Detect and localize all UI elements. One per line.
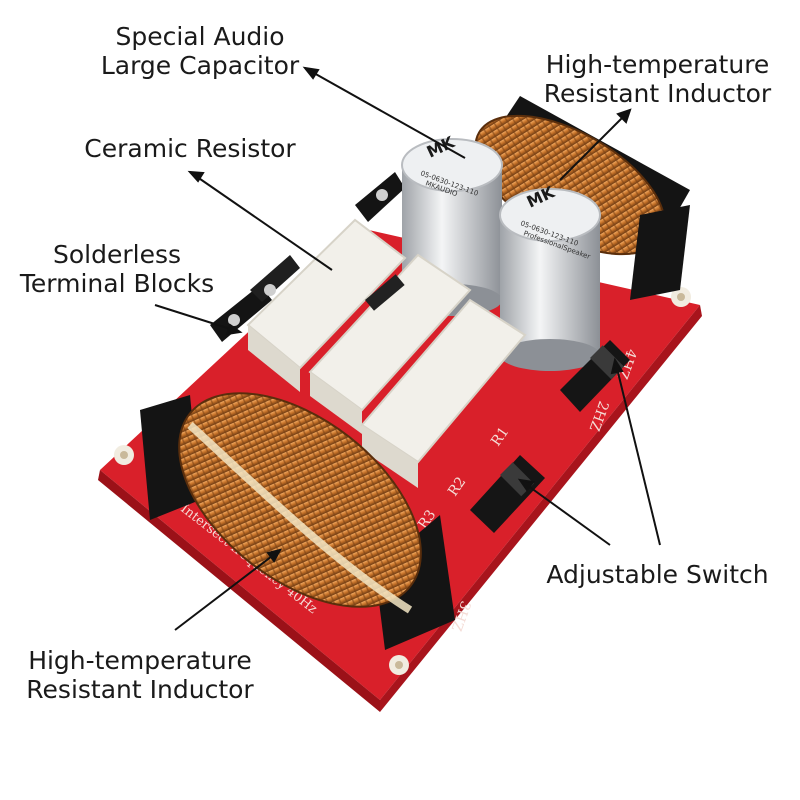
coil-tie	[187, 422, 413, 614]
arrow-capacitor	[304, 67, 466, 159]
inductor-top	[474, 96, 690, 300]
resistor-barcode	[364, 274, 405, 311]
label-terminal: Solderless Terminal Blocks	[19, 240, 215, 298]
adjustable-switches	[470, 340, 630, 533]
inductor-bottom	[140, 392, 455, 650]
label-switch: Adjustable Switch	[546, 560, 769, 589]
arrow-inductor-top	[559, 109, 631, 181]
capacitor-right: MK 05-0630-123-110 ProfessionalSpeaker	[499, 182, 601, 371]
ceramic-resistors	[246, 218, 527, 488]
arrow-switch-lower	[519, 479, 611, 546]
callout-arrows	[154, 66, 661, 631]
label-inductor-bottom: High-temperature Resistant Inductor	[26, 646, 254, 704]
arrow-resistor	[189, 171, 333, 271]
label-capacitor: Special Audio Large Capacitor	[100, 22, 300, 80]
arrow-inductor-bottom	[174, 549, 281, 631]
arrow-terminal	[154, 304, 241, 333]
label-inductor-top: High-temperature Resistant Inductor	[543, 50, 772, 108]
label-resistor: Ceramic Resistor	[84, 134, 296, 163]
terminal-blocks	[210, 172, 405, 342]
arrow-switch-upper	[614, 359, 661, 546]
